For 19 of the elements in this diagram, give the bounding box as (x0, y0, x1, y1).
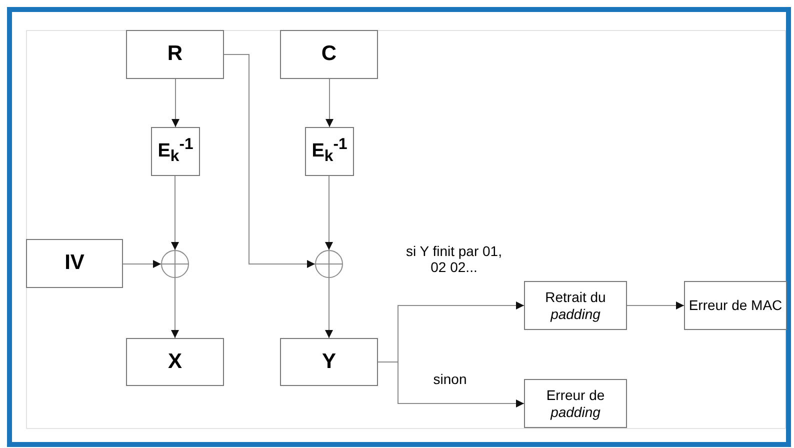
arrow (122, 260, 162, 268)
process-box: Erreur de MAC (684, 281, 787, 330)
process-box: Retrait du padding (524, 281, 627, 330)
process-box: C (280, 30, 378, 79)
arrow (171, 176, 179, 250)
arrow (378, 362, 524, 408)
arrow (326, 78, 334, 128)
arrow (172, 78, 180, 128)
edge-label: si Y finit par 01, 02 02... (404, 243, 504, 276)
arrow (224, 54, 316, 268)
process-box: R (126, 30, 224, 79)
arrow (325, 278, 333, 338)
arrow (325, 176, 333, 250)
arrow (626, 302, 684, 310)
arrow (171, 278, 179, 338)
process-box: Y (280, 338, 378, 386)
process-box: X (126, 338, 224, 386)
process-box: IV (26, 239, 123, 288)
process-box: Erreur de padding (524, 379, 627, 428)
